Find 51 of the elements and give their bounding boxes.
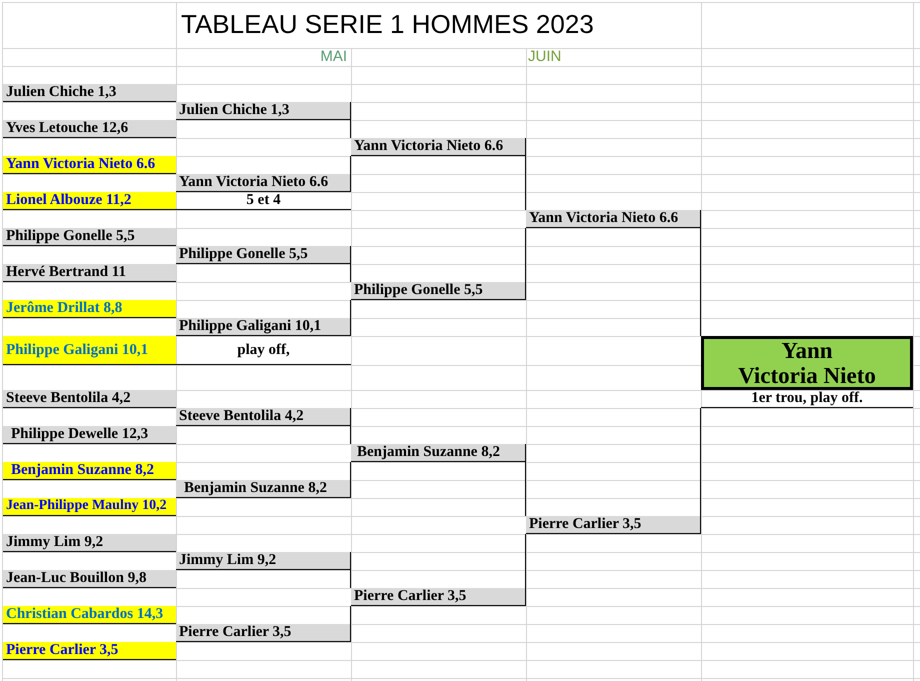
name-cell: Yann Victoria Nieto 6.6 [526, 210, 701, 228]
name-cell: Jean-Luc Bouillon 9,8 [3, 570, 176, 588]
name-cell: Steeve Bentolila 4,2 [176, 408, 351, 426]
name-cell: Philippe Gonelle 5,5 [176, 246, 351, 264]
match-note: 5 et 4 [176, 192, 351, 210]
bracket-line [350, 426, 351, 444]
bracket-line [525, 462, 526, 516]
name-cell: Yann Victoria Nieto 6.6 [3, 156, 176, 174]
bracket-line [350, 300, 351, 318]
name-cell: Julien Chiche 1,3 [3, 84, 176, 102]
name-cell: Steeve Bentolila 4,2 [3, 390, 176, 408]
name-cell: Jean-Philippe Maulny 10,2 [3, 498, 176, 516]
name-cell: Hervé Bertrand 11 [3, 264, 176, 282]
bracket-line [525, 534, 526, 588]
match-note: 1er trou, play off. [701, 390, 913, 408]
name-cell: Pierre Carlier 3,5 [3, 642, 176, 660]
name-cell: Philippe Gonelle 5,5 [351, 282, 526, 300]
bracket-line [350, 606, 351, 624]
match-note: play off, [176, 336, 351, 365]
name-cell: Julien Chiche 1,3 [176, 102, 351, 120]
bracket-line [525, 228, 526, 282]
name-cell: Pierre Carlier 3,5 [351, 588, 526, 606]
name-cell: Philippe Gonelle 5,5 [3, 228, 176, 246]
name-cell: Pierre Carlier 3,5 [176, 624, 351, 642]
name-cell: Philippe Dewelle 12,3 [3, 426, 176, 444]
name-cell: Yann Victoria Nieto 6.6 [351, 138, 526, 156]
name-cell: Yves Letouche 12,6 [3, 120, 176, 138]
bracket-line [350, 120, 351, 138]
name-cell: Christian Cabardos 14,3 [3, 606, 176, 624]
name-cell: Benjamin Suzanne 8,2 [351, 444, 526, 462]
bracket-line [350, 462, 351, 480]
name-cell: Jimmy Lim 9,2 [176, 552, 351, 570]
name-cell: Philippe Galigani 10,1 [176, 318, 351, 336]
month-label: MAI [320, 49, 347, 65]
name-cell: Philippe Galigani 10,1 [3, 336, 176, 365]
bracket-line [350, 264, 351, 282]
month-label: JUIN [528, 49, 562, 65]
bracket-line [700, 408, 701, 516]
name-cell: Jimmy Lim 9,2 [3, 534, 176, 552]
name-cell: Yann Victoria Nieto 6.6 [176, 174, 351, 192]
name-cell: Benjamin Suzanne 8,2 [3, 462, 176, 480]
sheet-title: TABLEAU SERIE 1 HOMMES 2023 [181, 8, 594, 41]
name-cell: Benjamin Suzanne 8,2 [176, 480, 351, 498]
bracket-line [350, 570, 351, 588]
bracket-line [350, 156, 351, 174]
bracket-line [700, 228, 701, 336]
name-cell: Lionel Albouze 11,2 [3, 192, 176, 210]
winner-box: Yann Victoria Nieto [701, 336, 913, 390]
bracket-line [525, 156, 526, 210]
name-cell: Jerôme Drillat 8,8 [3, 300, 176, 318]
name-cell: Pierre Carlier 3,5 [526, 516, 701, 534]
